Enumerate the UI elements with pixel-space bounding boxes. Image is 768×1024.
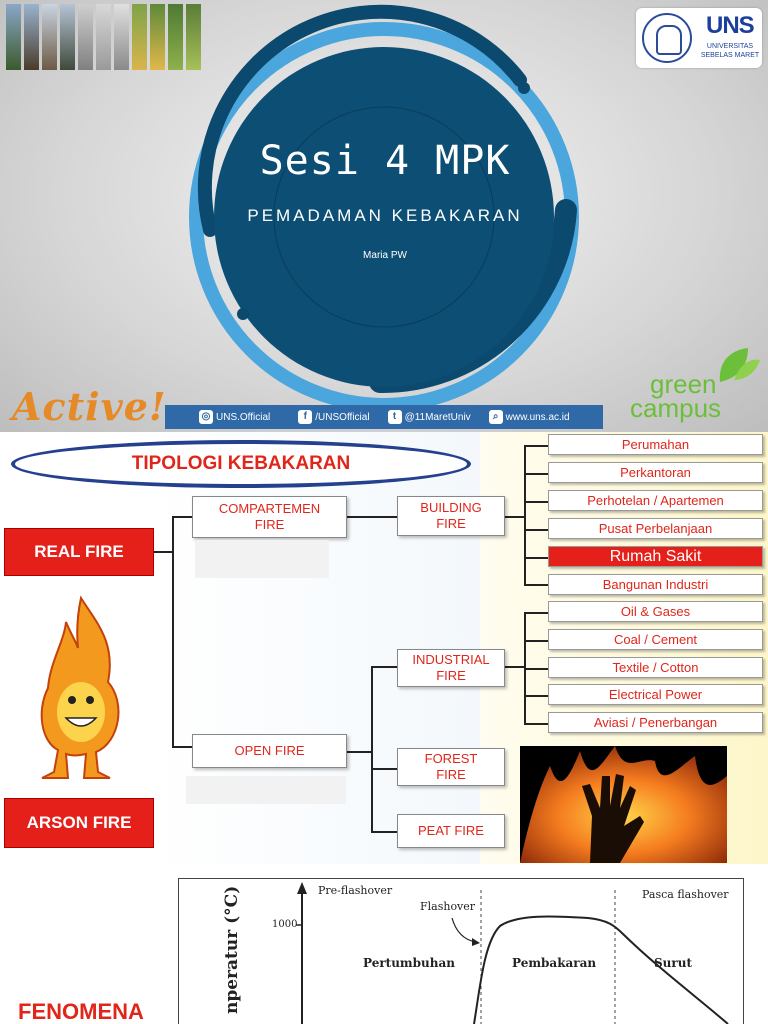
campus-photo-strip	[6, 4, 201, 74]
building-type-item: Perkantoran	[548, 462, 763, 483]
twitter-icon: t	[387, 410, 402, 424]
fire-development-curve	[296, 882, 729, 1024]
real-fire-box: REAL FIRE	[4, 528, 154, 576]
box-line: FIRE	[254, 517, 285, 532]
open-fire-box: OPEN FIRE	[192, 734, 347, 768]
active-logo: Active!	[12, 384, 167, 429]
industrial-type-item: Textile / Cotton	[548, 657, 763, 678]
social-label: /UNSOfficial	[315, 411, 370, 423]
label-pasca-flashover: Pasca flashover	[642, 888, 729, 901]
social-label: www.uns.ac.id	[505, 411, 570, 423]
compartemen-fire-box: COMPARTEMEN FIRE	[192, 496, 347, 538]
building-type-item-highlighted: Rumah Sakit	[548, 546, 763, 567]
building-type-item: Pusat Perbelanjaan	[548, 518, 763, 539]
uns-logo: UNS UNIVERSITAS SEBELAS MARET	[636, 8, 762, 68]
box-line: FIRE	[436, 668, 466, 683]
logo-name: UNS	[706, 12, 755, 39]
slide-subtitle: PEMADAMAN KEBAKARAN	[247, 206, 523, 225]
author-name: Maria PW	[363, 250, 407, 261]
label-pre-flashover: Pre-flashover	[318, 884, 393, 897]
industrial-fire-box: INDUSTRIAL FIRE	[397, 649, 505, 687]
fire-hand-photo	[520, 746, 727, 863]
label-pertumbuhan: Pertumbuhan	[363, 956, 455, 970]
box-line: FIRE	[436, 767, 466, 782]
social-website[interactable]: ⌕ www.uns.ac.id	[488, 410, 570, 424]
y-tick-1000: 1000	[272, 919, 298, 930]
fire-mascot-icon	[40, 595, 120, 779]
fenomena-title: FENOMENA	[18, 999, 144, 1024]
search-icon: ⌕	[488, 410, 503, 424]
building-type-item: Perhotelan / Apartemen	[548, 490, 763, 511]
tipologi-title: TIPOLOGI KEBAKARAN	[11, 440, 471, 488]
box-line: COMPARTEMEN	[218, 501, 321, 516]
label-pembakaran: Pembakaran	[512, 956, 597, 970]
forest-fire-box: FOREST FIRE	[397, 748, 505, 786]
industrial-type-item: Electrical Power	[548, 684, 763, 705]
social-facebook[interactable]: f /UNSOfficial	[298, 410, 370, 424]
box-line: FIRE	[436, 516, 466, 531]
box-line: BUILDING	[420, 500, 482, 515]
social-label: UNS.Official	[216, 411, 271, 423]
leaf-icon	[719, 348, 760, 382]
building-fire-box: BUILDING FIRE	[397, 496, 505, 536]
social-media-bar: ◎ UNS.Official f /UNSOfficial t @11Maret…	[165, 405, 603, 429]
social-twitter[interactable]: t @11MaretUniv	[387, 410, 471, 424]
facebook-icon: f	[298, 410, 313, 424]
fire-curve-figure	[178, 878, 744, 1024]
fenomena-slide: nperatur (°C) Pre-flashover Flashover Pa…	[0, 864, 768, 1024]
box-line: FOREST	[424, 751, 478, 766]
box-line: INDUSTRIAL	[412, 652, 490, 667]
industrial-type-item: Oil & Gases	[548, 601, 763, 622]
industrial-type-item: Coal / Cement	[548, 629, 763, 650]
instagram-icon: ◎	[199, 410, 213, 424]
building-type-item: Bangunan Industri	[548, 574, 763, 595]
arson-fire-box: ARSON FIRE	[4, 798, 154, 848]
title-slide: UNS UNIVERSITAS SEBELAS MARET Sesi 4 MPK…	[0, 0, 768, 432]
industrial-type-item: Aviasi / Penerbangan	[548, 712, 763, 733]
tipologi-slide: TIPOLOGI KEBAKARAN REAL FIRE ARSON FIRE …	[0, 432, 768, 864]
social-label: @11MaretUniv	[404, 411, 471, 423]
social-instagram[interactable]: ◎ UNS.Official	[199, 410, 270, 424]
logo-subtitle: UNIVERSITAS SEBELAS MARET	[700, 43, 760, 59]
building-type-item: Perumahan	[548, 434, 763, 455]
green-word: green	[650, 369, 717, 399]
slide-title: Sesi 4 MPK	[259, 138, 511, 184]
peat-fire-box: PEAT FIRE	[397, 814, 505, 848]
label-flashover: Flashover	[420, 900, 476, 913]
campus-word: campus	[630, 393, 722, 423]
green-campus-logo: green campus	[630, 369, 722, 423]
uns-emblem-icon	[642, 13, 692, 63]
label-surut: Surut	[654, 956, 692, 970]
